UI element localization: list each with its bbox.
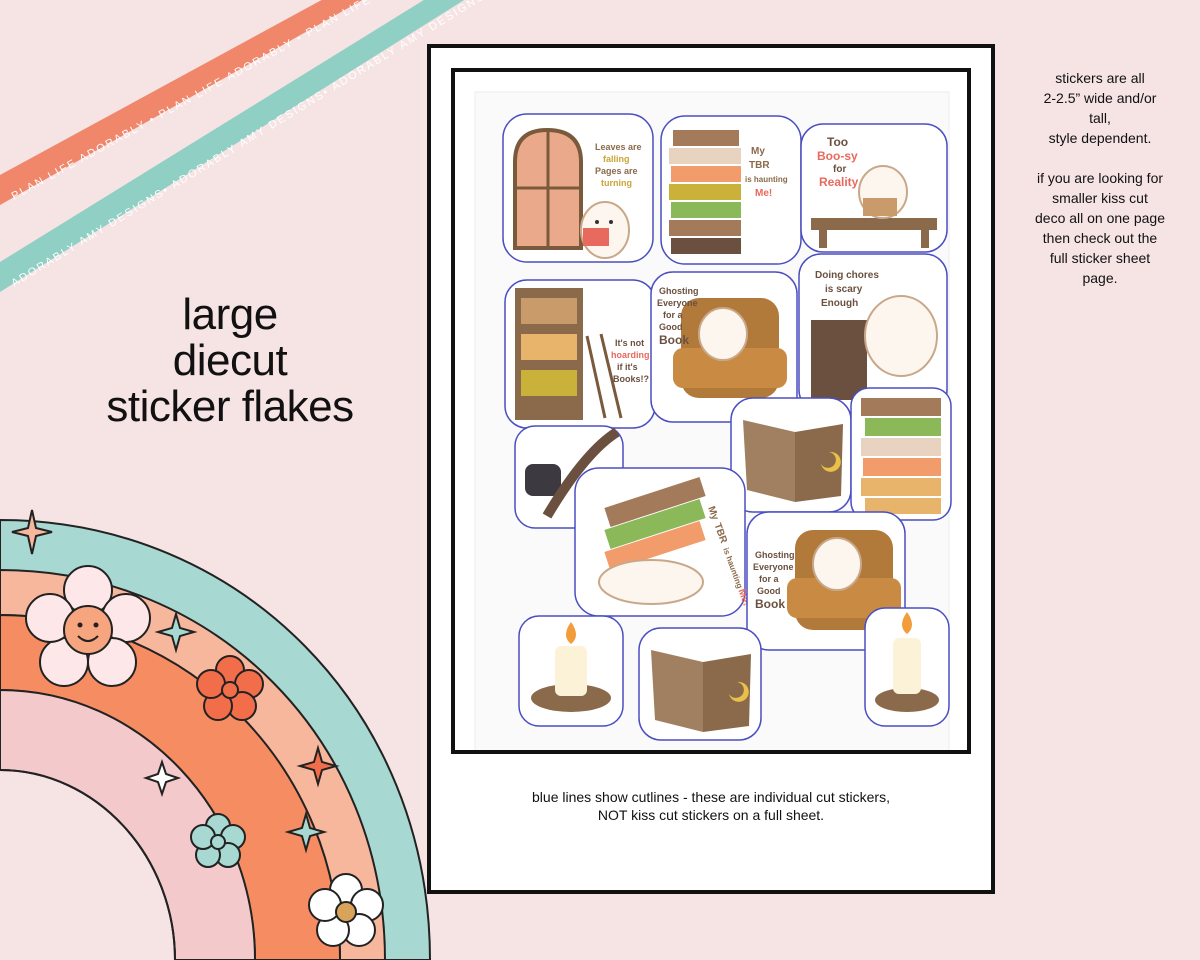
sticker-open-book <box>730 397 852 513</box>
sparkle-icon <box>296 744 340 788</box>
sticker-tbr-ghost: My TBR is haunting Me! <box>574 467 752 617</box>
caption-line: NOT kiss cut stickers on a full sheet. <box>597 807 825 823</box>
sticker-text: TBR <box>749 160 770 171</box>
caption-line: blue lines show cutlines - these are ind… <box>532 789 890 805</box>
sparkle-icon <box>11 509 53 555</box>
sticker-text: Doing chores <box>815 270 879 281</box>
sticker-text: Everyone <box>657 298 698 308</box>
sticker-tbr-stack: My TBR is haunting Me! <box>660 115 802 265</box>
sticker-ghosting-armchair: Ghosting Everyone for a Good Book <box>650 271 798 423</box>
title-line: sticker flakes <box>106 382 354 431</box>
note-line: smaller kiss cut <box>1052 190 1148 206</box>
cutline-caption: blue lines show cutlines - these are ind… <box>451 788 971 824</box>
sparkle-icon <box>154 610 198 654</box>
sticker-candle-2 <box>864 607 950 727</box>
note-line: tall, <box>1089 110 1111 126</box>
smiley-flower-icon <box>25 565 151 687</box>
note-line: full sticker sheet <box>1049 250 1151 266</box>
sticker-bookshelf: It's not hoarding if it's Books!? <box>504 279 656 429</box>
sticker-text: is scary <box>825 284 863 295</box>
sticker-text: Pages are <box>595 166 638 176</box>
sticker-text: Ghosting <box>659 286 699 296</box>
svg-text:Leaves are falling: Leaves are falling Pages are turning <box>595 142 644 188</box>
sticker-text: It's not <box>615 338 644 348</box>
sparkle-icon <box>284 810 328 854</box>
mint-flower-icon <box>190 813 246 868</box>
sticker-text: Me! <box>755 188 772 199</box>
note-line: deco all on one page <box>1035 210 1165 226</box>
sticker-sheet-frame: Leaves are falling Pages are turning My <box>451 68 971 754</box>
sticker-text: Boo-sy <box>817 149 858 163</box>
sticker-text: My <box>751 146 765 157</box>
cta-paragraph: if you are looking for smaller kiss cut … <box>1010 168 1190 288</box>
sticker-candle <box>518 615 624 727</box>
title-line: large <box>182 290 278 339</box>
sticker-leaves-window: Leaves are falling Pages are turning <box>502 113 654 263</box>
white-flower-icon <box>308 873 384 947</box>
svg-text:My TBR is: My TBR is haunting Me! <box>745 146 790 199</box>
sticker-text: falling <box>603 154 630 164</box>
sticker-text: Book <box>659 333 689 347</box>
orange-flower-icon <box>196 655 264 721</box>
svg-text:Ghosting Everyone: Ghosting Everyone for a Good Book <box>753 550 797 611</box>
sticker-text: Good <box>659 322 683 332</box>
note-line: if you are looking for <box>1036 170 1164 186</box>
sticker-text: turning <box>601 178 632 188</box>
note-line: page. <box>1082 270 1118 286</box>
svg-text:Ghosting Everyone: Ghosting Everyone for a Good Book <box>657 286 701 347</box>
sticker-sheet: Leaves are falling Pages are turning My <box>474 91 952 750</box>
page-title: large diecut sticker flakes <box>80 292 380 430</box>
note-line: style dependent. <box>1048 130 1152 146</box>
sparkle-icon <box>142 758 182 798</box>
sticker-text: for a <box>663 310 683 320</box>
sticker-ghosting-armchair-2: Ghosting Everyone for a Good Book <box>746 511 906 651</box>
sticker-text: Too <box>827 135 848 149</box>
svg-text:Too Boo-sy: Too Boo-sy for Reality <box>817 135 861 189</box>
size-paragraph: stickers are all 2-2.5” wide and/or tall… <box>1010 68 1190 148</box>
svg-text:It's not hoarding: It's not hoarding if it's Books!? <box>611 338 652 384</box>
sticker-boo-sy: Too Boo-sy for Reality <box>800 123 948 253</box>
sticker-text: for a <box>759 574 779 584</box>
rainbow-illustration <box>0 509 432 960</box>
sticker-text: Good <box>757 586 781 596</box>
sticker-text: if it's <box>617 362 638 372</box>
svg-text:Doing chores is scar: Doing chores is scary Enough <box>815 270 882 309</box>
sticker-text: for <box>833 164 846 175</box>
sticker-text: Book <box>755 597 785 611</box>
product-frame: Leaves are falling Pages are turning My <box>427 44 995 894</box>
sticker-text: My <box>705 505 720 522</box>
title-line: diecut <box>172 336 288 385</box>
sticker-text: Books!? <box>613 374 649 384</box>
sticker-chores: Doing chores is scary Enough <box>798 253 948 413</box>
note-line: stickers are all <box>1055 70 1145 86</box>
sticker-book-stack <box>850 387 952 521</box>
sticker-text: Reality <box>819 175 859 189</box>
sticker-text: Leaves are <box>595 142 642 152</box>
sticker-text: is haunting <box>745 175 788 184</box>
sticker-open-book-2 <box>638 627 762 741</box>
sticker-text: Enough <box>821 298 858 309</box>
ribbons: PLAN LIFE ADORABLY • PLAN LIFE ADORABLY … <box>0 0 492 292</box>
size-note: stickers are all 2-2.5” wide and/or tall… <box>1010 68 1190 308</box>
sticker-text: hoarding <box>611 350 650 360</box>
note-line: 2-2.5” wide and/or <box>1043 90 1157 106</box>
sticker-text: Ghosting <box>755 550 795 560</box>
sticker-text: Everyone <box>753 562 794 572</box>
note-line: then check out the <box>1042 230 1158 246</box>
